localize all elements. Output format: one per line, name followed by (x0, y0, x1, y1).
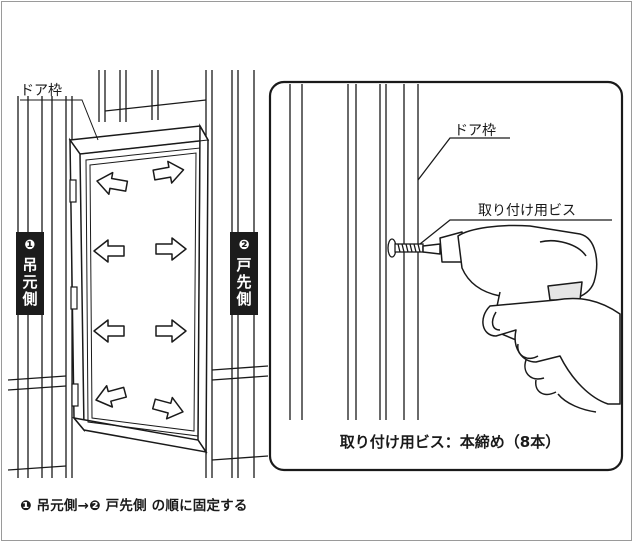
screw-label: 取り付け用ビス (478, 203, 576, 219)
hand-icon (482, 297, 621, 413)
hinge-side-char: 元 (22, 273, 38, 291)
latch-side-char: 先 (236, 273, 252, 291)
latch-side-number: ❷ (238, 238, 250, 253)
door-frame-detail-label: ドア枠 (454, 123, 496, 139)
door-frame-label: ドア枠 (20, 83, 62, 99)
hinge-side-char: 吊 (22, 256, 38, 274)
hinge-side-label: ❶ 吊 元 側 (16, 232, 44, 315)
latch-side-char: 戸 (236, 256, 252, 274)
screw-icon (387, 238, 424, 258)
latch-side-label: ❷ 戸 先 側 (230, 232, 258, 315)
hinge-side-number: ❶ (24, 238, 36, 253)
latch-side-char: 側 (236, 290, 252, 308)
detail-caption: 取り付け用ビス：本締め（8本） (339, 433, 561, 451)
hinge-side-char: 側 (22, 290, 38, 308)
instruction-text: ❶ 吊元側→❷ 戸先側 の順に固定する (20, 498, 248, 514)
